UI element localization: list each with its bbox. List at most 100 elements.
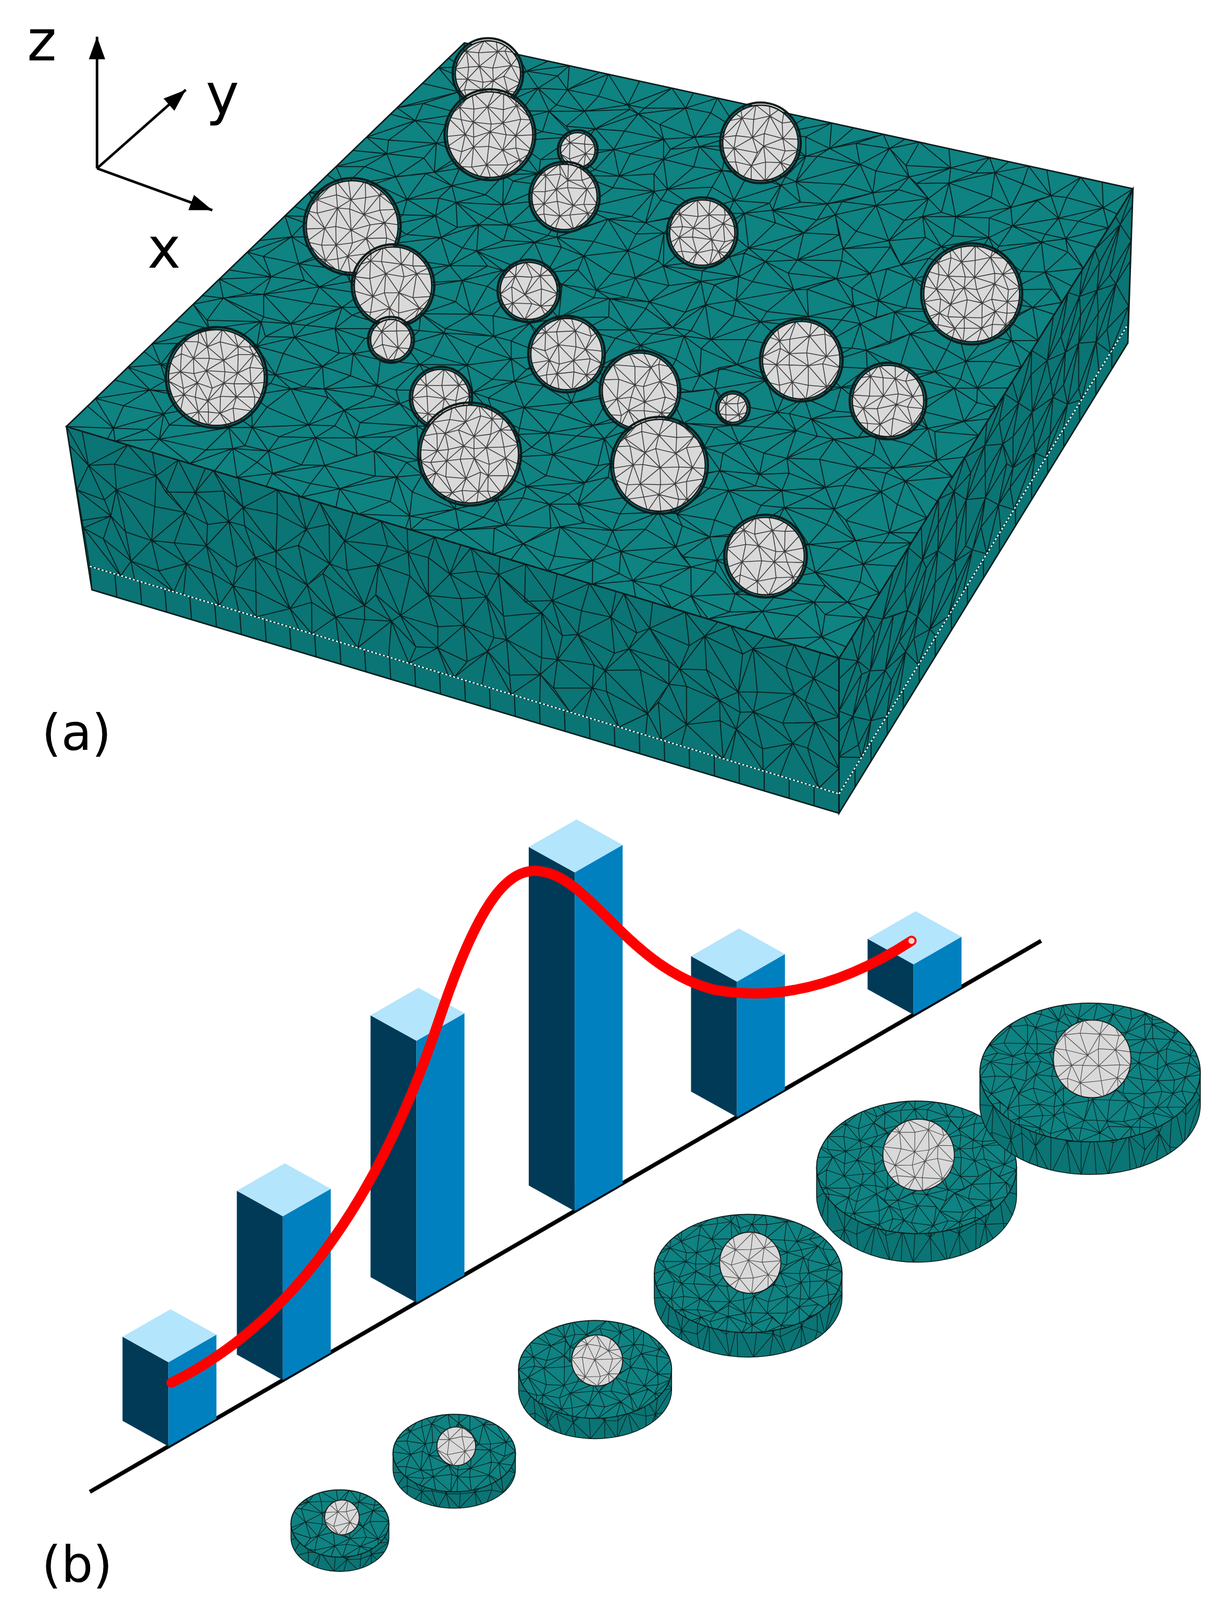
bar-face [737,954,786,1118]
inclusion-sphere [883,1119,955,1191]
axis-arrowhead [89,36,106,60]
sphere-mesh [883,1119,955,1191]
sphere-outline [168,329,265,426]
sphere-mesh [420,405,519,504]
inclusion-sphere [168,329,265,426]
axis-line [96,89,186,169]
sphere-outline [370,319,412,360]
sphere-outline [446,91,533,178]
disk-top [392,1414,516,1492]
disk-mesh [392,1414,516,1492]
inclusion-sphere [446,91,533,178]
sphere-outline [420,405,519,504]
sphere-outline [852,365,924,437]
inclusion-sphere [530,318,603,390]
sphere-mesh [718,393,748,423]
inclusion-ring [849,362,927,440]
sphere-mesh [669,200,735,266]
sphere-mesh [571,1335,623,1387]
inclusion-sphere [437,1427,476,1466]
axis-arrowhead [188,194,213,210]
inclusion-sphere [923,245,1020,342]
inclusion-sphere [354,246,432,325]
bar-top [690,928,785,982]
inclusion-ring [529,162,600,233]
inclusion-ring [367,316,414,363]
disk-top [654,1214,842,1333]
sphere-mesh [530,318,603,390]
inclusion-ring [599,350,681,432]
axis-label: y [205,63,240,126]
bar-face [237,1190,283,1380]
slab-mesh [66,42,1133,658]
disk-outline [290,1489,389,1558]
sphere-mesh [354,246,432,325]
inclusion-ring [921,243,1023,345]
sphere-mesh [613,419,706,512]
bar-face [528,847,575,1212]
inclusion-sphere [722,105,799,181]
slab-top-face [66,42,1133,658]
inclusion-sphere [500,262,558,320]
disk-mesh [518,1320,672,1419]
bar-top [122,1309,217,1363]
panel-label: (a) [41,705,112,762]
inclusion-sphere [669,200,735,266]
inclusion-ring [351,244,435,328]
sphere-outline [722,105,799,181]
sphere-outline [923,245,1020,342]
inclusion-sphere [324,1500,360,1536]
axis-arrowhead [163,89,186,111]
sphere-outline [354,246,432,325]
sphere-mesh [168,329,265,426]
sphere-mesh [446,91,533,178]
inclusion-sphere [370,319,412,360]
sphere-mesh [852,365,924,437]
disk-mesh [979,1003,1201,1142]
inclusion-sphere [852,365,924,437]
inclusion-sphere [718,393,748,423]
panel-label: (b) [41,1537,113,1594]
disk-outline [654,1214,842,1333]
inclusion-sphere [762,321,841,400]
inclusion-sphere [571,1335,623,1387]
axis-label: x [147,217,181,280]
inclusion-ring [528,315,605,393]
disk-top [518,1320,672,1419]
sphere-mesh [531,164,598,230]
bar-top [237,1163,331,1217]
inclusion-sphere [726,517,805,595]
sphere-mesh [722,105,799,181]
inclusion-sphere [531,164,598,230]
sphere-outline [530,318,603,390]
sphere-outline [613,419,706,512]
sphere-mesh [1053,1020,1131,1099]
sphere-outline [718,393,748,423]
disk-mesh [654,1214,842,1333]
disk-outline [392,1414,516,1492]
inclusion-sphere [613,419,706,512]
disk-top [979,1003,1201,1142]
sphere-outline [726,517,805,595]
inclusion-ring [165,327,267,429]
inclusion-ring [719,102,801,184]
inclusion-ring [417,402,521,506]
axis-label: z [27,10,57,73]
inclusion-ring [611,416,708,514]
sphere-mesh [370,319,412,360]
sphere-mesh [923,245,1020,342]
inclusion-ring [666,197,738,268]
curve-end [908,937,915,944]
sphere-mesh [726,517,805,595]
disk-outline [518,1320,672,1419]
inclusion-ring [497,259,561,323]
sphere-outline [500,262,558,320]
disk-mesh [290,1489,389,1558]
inclusion-ring [724,514,807,598]
bar-top [528,819,623,873]
disk-top [290,1489,389,1558]
sphere-mesh [500,262,558,320]
sphere-outline [531,164,598,230]
sphere-mesh [437,1427,476,1466]
